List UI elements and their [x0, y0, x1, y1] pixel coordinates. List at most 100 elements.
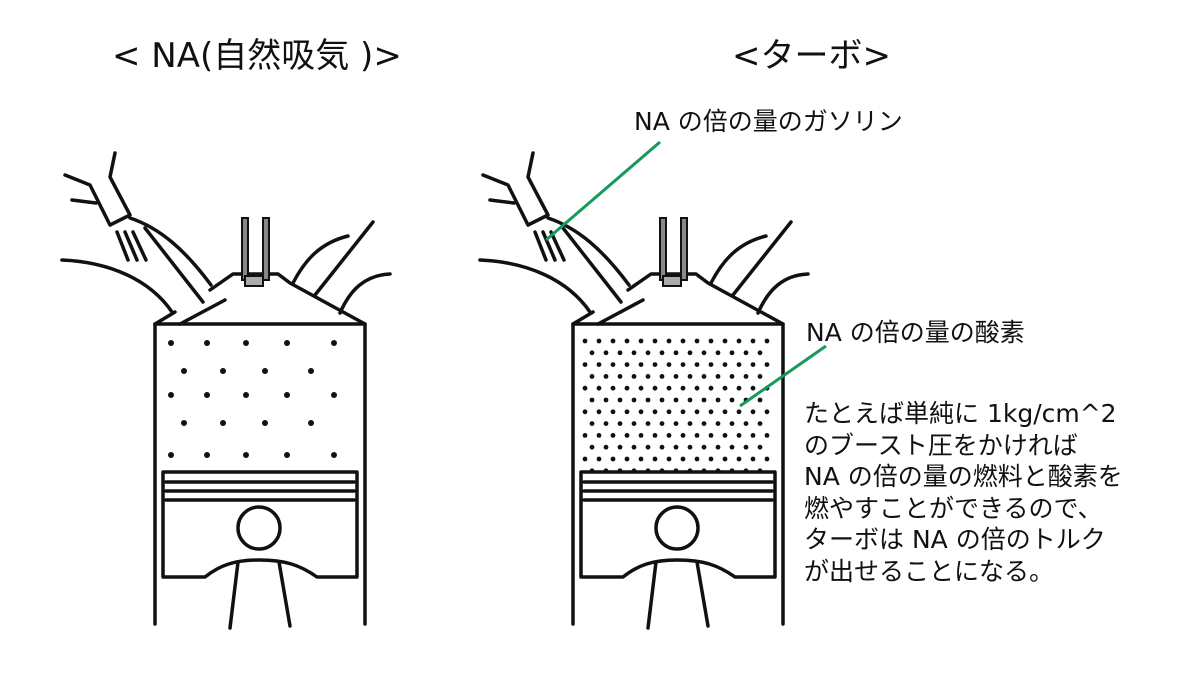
turbo-air-molecule: [722, 362, 728, 367]
turbo-air-molecule: [638, 338, 644, 344]
turbo-air-molecule: [729, 374, 735, 379]
na-connecting-rod: [228, 560, 292, 630]
na-air-molecule: [243, 340, 249, 346]
turbo-air-molecule: [687, 444, 693, 450]
turbo-piston-rings: [582, 480, 774, 502]
turbo-air-molecule: [666, 338, 672, 344]
turbo-air-molecule: [687, 397, 693, 403]
na-air-molecule: [331, 452, 337, 458]
turbo-air-molecule: [736, 456, 742, 462]
turbo-air-molecule: [701, 444, 707, 450]
explanation-text: たとえば単純に 1kg/cm^2 のブースト圧をかければ NA の倍の量の燃料と…: [804, 398, 1123, 587]
turbo-intake-port-upper: [546, 216, 631, 287]
turbo-air-molecule: [680, 409, 686, 415]
turbo-air-molecule: [596, 409, 602, 415]
na-air-molecule: [262, 368, 268, 374]
turbo-air-molecule: [757, 421, 763, 426]
na-air-molecule: [220, 368, 226, 374]
turbo-air-molecule: [617, 397, 623, 403]
turbo-air-molecule: [610, 409, 616, 415]
turbo-air-molecule: [743, 374, 749, 379]
turbo-air-molecule: [610, 338, 616, 344]
na-fuel-spray: [131, 230, 148, 262]
turbo-air-molecule: [673, 397, 679, 403]
turbo-piston-pin: [654, 505, 700, 551]
turbo-air-molecule: [596, 338, 602, 344]
turbo-air-molecule: [694, 338, 700, 344]
na-air-molecule: [308, 368, 314, 374]
turbo-intake-valve-stem: [561, 226, 623, 304]
na-air-molecule: [204, 340, 210, 346]
turbo-air-molecule: [645, 374, 651, 379]
turbo-air-molecule: [617, 444, 623, 450]
turbo-air-molecule: [722, 456, 728, 462]
turbo-air-molecule: [582, 409, 588, 415]
turbo-air-molecule: [638, 362, 644, 367]
na-intake-valve-stem: [143, 226, 205, 304]
turbo-air-molecule: [722, 409, 728, 415]
turbo-air-molecule: [659, 444, 665, 450]
turbo-air-molecule: [596, 362, 602, 367]
turbo-air-molecule: [652, 456, 658, 462]
turbo-fuel-injector: [481, 151, 550, 227]
explanation-line: が出せることになる。: [804, 556, 1055, 586]
turbo-air-molecule: [617, 468, 623, 474]
turbo-cylinder-wall: [571, 322, 785, 626]
turbo-air-molecule: [680, 362, 686, 367]
turbo-exhaust-port-upper: [709, 234, 768, 285]
turbo-air-molecule: [729, 397, 735, 403]
turbo-fuel-spray: [549, 230, 566, 262]
turbo-air-molecule: [589, 468, 595, 474]
na-intake-port-lower: [60, 258, 174, 314]
turbo-air-molecule: [722, 338, 728, 344]
na-piston: [161, 470, 359, 579]
turbo-air-molecule: [610, 362, 616, 367]
turbo-air-molecule: [694, 385, 700, 391]
turbo-air-molecule: [638, 456, 644, 462]
turbo-air-molecule: [736, 385, 742, 391]
gasoline-label: NA の倍の量のガソリン: [634, 107, 903, 136]
turbo-air-molecule: [589, 421, 595, 426]
turbo-air-molecule: [631, 374, 637, 379]
turbo-air-molecule: [687, 468, 693, 474]
turbo-air-molecule: [764, 362, 770, 367]
turbo-air-molecule: [764, 338, 770, 344]
na-exhaust-valve-stem: [313, 220, 375, 297]
turbo-air-molecule: [694, 362, 700, 367]
turbo-air-molecule: [631, 421, 637, 426]
na-air-molecule: [262, 420, 268, 426]
turbo-air-molecule: [652, 433, 658, 438]
turbo-air-molecule: [750, 433, 756, 438]
turbo-air-molecule: [666, 433, 672, 438]
na-piston-rings: [164, 480, 356, 502]
turbo-air-molecule: [603, 444, 609, 450]
turbo-air-molecule: [582, 338, 588, 344]
turbo-title: <ターボ>: [732, 36, 891, 76]
turbo-air-molecule: [582, 433, 588, 438]
turbo-air-molecule: [638, 409, 644, 415]
turbo-air-molecule: [673, 421, 679, 426]
na-air-molecule: [284, 452, 290, 458]
na-spark-plug: [241, 217, 249, 281]
turbo-air-molecule: [603, 421, 609, 426]
turbo-exhaust-port-lower: [756, 272, 810, 315]
turbo-air-molecule: [715, 421, 721, 426]
turbo-air-molecule: [687, 374, 693, 379]
turbo-air-molecule: [638, 433, 644, 438]
na-air-molecule: [204, 452, 210, 458]
turbo-air-molecule: [680, 385, 686, 391]
na-spark-plug: [262, 217, 270, 281]
turbo-air-molecule: [638, 385, 644, 391]
turbo-air-molecule: [589, 350, 595, 356]
turbo-air-molecule: [673, 350, 679, 356]
na-fuel-spray: [115, 230, 130, 262]
turbo-air-molecule: [652, 362, 658, 367]
turbo-air-molecule: [589, 374, 595, 379]
turbo-exhaust-valve-stem: [731, 220, 793, 297]
na-fuel-injector: [63, 151, 132, 227]
turbo-air-molecule: [659, 397, 665, 403]
turbo-fuel-injector: [488, 198, 516, 205]
turbo-air-molecule: [694, 456, 700, 462]
turbo-air-molecule: [617, 350, 623, 356]
